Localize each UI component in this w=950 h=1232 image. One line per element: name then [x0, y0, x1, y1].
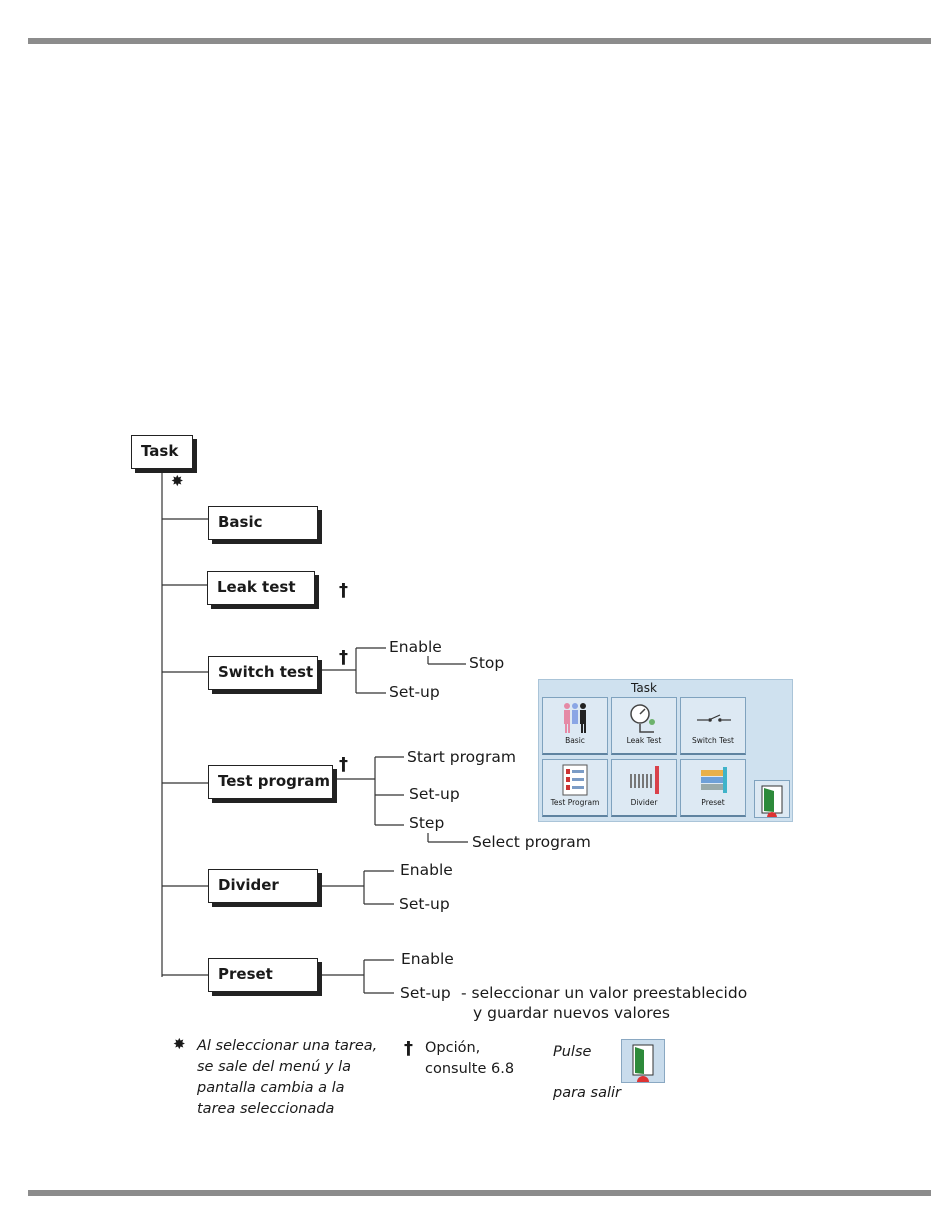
node-divider: Divider [208, 869, 318, 903]
tile-label: Leak Test [626, 736, 662, 745]
label-preset-setup-note-2: y guardar nuevos valores [473, 1004, 670, 1022]
exit-door-icon [632, 1044, 654, 1082]
tile-basic: Basic [542, 697, 608, 755]
exit-note-after: para salir [553, 1085, 622, 1101]
star-marker: ✸ [173, 1035, 186, 1053]
tile-switch-test: Switch Test [680, 697, 746, 755]
screen-title: Task [631, 681, 657, 695]
label-switch-setup: Set-up [389, 683, 440, 701]
node-leak-test: Leak test [207, 571, 315, 605]
divider-icon [630, 766, 659, 794]
people-icon [564, 703, 586, 733]
star-footnote: Al seleccionar una tarea, se sale del me… [197, 1038, 378, 1117]
node-test-program: Test program [208, 765, 333, 799]
label-program-step: Step [409, 814, 445, 832]
switch-icon [697, 714, 731, 722]
tile-label: Basic [565, 736, 585, 745]
label-switch-enable: Enable [389, 638, 442, 656]
bottom-rule [28, 1190, 931, 1196]
exit-door-icon [761, 785, 783, 817]
gauge-icon [630, 704, 655, 733]
label-program-select: Select program [472, 833, 591, 851]
node-preset: Preset [208, 958, 318, 992]
numbered-list-icon [562, 764, 588, 796]
exit-note-before: Pulse [553, 1044, 592, 1060]
star-marker: ✸ [171, 472, 184, 490]
tile-label: Test Program [550, 798, 600, 807]
label-preset-setup: Set-up [400, 984, 451, 1002]
option-footnote: Opción, consulte 6.8 [425, 1040, 515, 1077]
label-program-setup: Set-up [409, 785, 460, 803]
tile-preset: Preset [680, 759, 746, 817]
node-switch-test: Switch test [208, 656, 318, 690]
tile-test-program: Test Program [542, 759, 608, 817]
label-preset-setup-note: - seleccionar un valor preestablecido [461, 984, 748, 1002]
top-rule [28, 38, 931, 44]
tile-label: Switch Test [692, 736, 734, 745]
tile-divider: Divider [611, 759, 677, 817]
tile-leak-test: Leak Test [611, 697, 677, 755]
option-marker: † [339, 647, 348, 668]
label-divider-enable: Enable [400, 861, 453, 879]
exit-button-example [621, 1039, 665, 1083]
screen-exit-button [754, 780, 790, 818]
option-marker: † [339, 580, 348, 601]
label-preset-enable: Enable [401, 950, 454, 968]
root-node-task: Task [131, 435, 193, 469]
tile-label: Preset [701, 798, 725, 807]
preset-icon [701, 767, 727, 793]
tile-label: Divider [630, 798, 658, 807]
option-marker: † [404, 1038, 413, 1059]
label-program-start: Start program [407, 748, 516, 766]
label-switch-stop: Stop [469, 654, 505, 672]
node-basic: Basic [208, 506, 318, 540]
label-divider-setup: Set-up [399, 895, 450, 913]
option-marker: † [339, 754, 348, 775]
task-screen: Task Basic Leak Test Switch Test [538, 679, 793, 822]
